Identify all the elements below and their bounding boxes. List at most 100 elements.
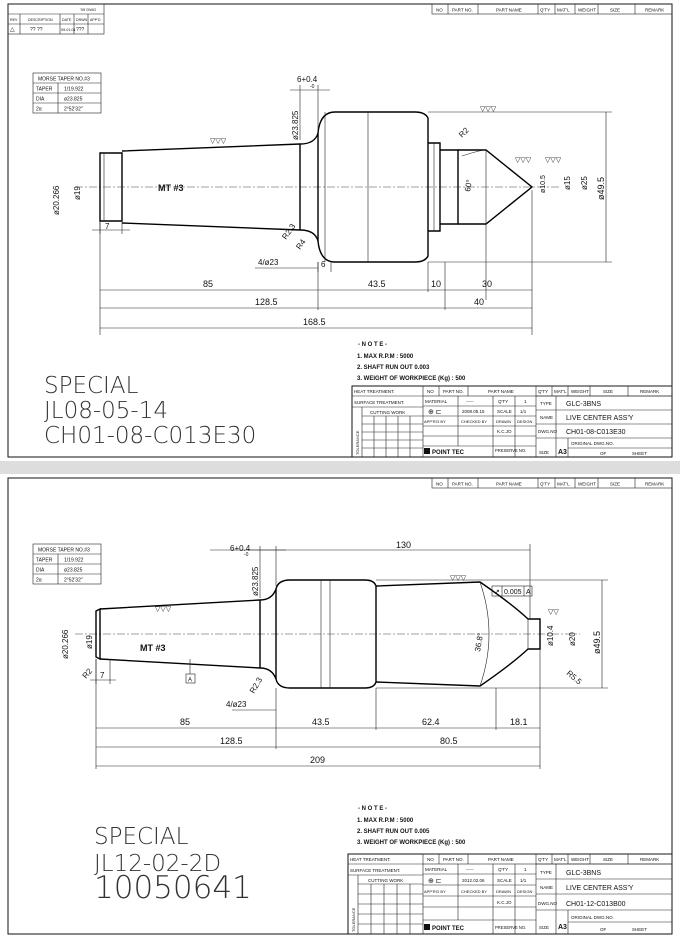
hdr-mat: MAT'L (557, 482, 570, 487)
tb-cutting: CUTTING WORK (370, 410, 405, 415)
hdr-qty: Q'TY (540, 482, 550, 487)
note-3: 3. WEIGHT OF WORKPIECE (Kg) : 500 (357, 840, 466, 846)
tb-remark: REMARK (640, 389, 659, 394)
special-labels: SPECIAL JL08-05-14 CH01-08-C013E30 (44, 373, 256, 449)
tb-checked: CHECKED BY (461, 889, 487, 894)
tb-material: MATERIAL (425, 867, 448, 872)
tb-material-val: ----- (466, 867, 474, 872)
len-collar: 10 (431, 279, 441, 289)
len-total: 168.5 (303, 317, 326, 327)
dim-tip-angle: 36.8° (473, 632, 485, 652)
tb-name-label: NAME (540, 415, 553, 420)
len-subtotal-1: 128.5 (220, 736, 243, 746)
sheet-border (7, 3, 673, 458)
len-subtotal-1: 128.5 (255, 297, 278, 307)
tb-dwgno-val: CH01-08-C013E30 (566, 429, 626, 436)
tb-scale-label: SCALE (497, 409, 512, 414)
tb-part-name: PART NAME (488, 389, 514, 394)
tb-date: 2008.05.15 (462, 409, 485, 414)
hdr-part-no: PART NO. (452, 8, 473, 13)
dim-body-dia: ø49.5 (596, 177, 606, 200)
tb-qty-label: Q'TY (498, 867, 508, 872)
revision-table: '09 DWG REV DESCRIPTION DATE DRWN APP'D … (7, 3, 105, 35)
runout-symbol: ↗ (494, 589, 500, 596)
hdr-part-name: PART NAME (496, 482, 522, 487)
rev-col-appd: APP'D (90, 18, 101, 22)
sheet-separator (0, 461, 680, 474)
finish-symbol-nose: ▽▽▽ (545, 157, 562, 164)
tb-size-label: SIZE (539, 450, 549, 455)
tb-size: SIZE (603, 857, 613, 862)
special-code-2: CH01-08-C013E30 (44, 423, 256, 449)
tb-material: MATERIAL (425, 399, 448, 404)
rev-col-drawn: DRWN (76, 18, 88, 22)
special-code-1: JL08-05-14 (44, 398, 168, 424)
rev-row-desc: ?? ?? (30, 27, 43, 33)
special-code-2: 10050641 (94, 870, 252, 906)
hdr-size: SIZE (610, 8, 620, 13)
tolerance-grid (362, 416, 423, 457)
finish-symbol-body: ▽▽▽ (480, 106, 497, 113)
rev-row-date: 09.01.01 (61, 28, 76, 32)
datum-box (185, 673, 196, 684)
drawing-canvas-2: NO PART NO. PART NAME Q'TY MAT'L WEIGHT … (7, 477, 673, 935)
hdr-remark: REMARK (645, 482, 664, 487)
morse-taper-table: MORSE TAPER NO.#3 TAPER 1/19.922 DIA ø23… (32, 72, 102, 114)
rev-row-rev: △ (10, 27, 15, 33)
hdr-no: NO (436, 482, 443, 487)
dim-shank-dia: ø20.266 (61, 629, 70, 659)
taper-label-angle: 2α (36, 578, 42, 584)
datum-label: A (188, 678, 192, 684)
tb-name-val: LIVE CENTER ASS'Y (566, 415, 634, 422)
tb-type-label: TYPE (540, 870, 552, 875)
tb-drawn: DRAWN (496, 889, 511, 894)
finish-symbol-body: ▽▽▽ (450, 575, 467, 582)
tb-drafter: K.C.JO (497, 900, 512, 905)
len-body: 43.5 (312, 717, 330, 727)
len-taper: 85 (180, 717, 190, 727)
hdr-weight: WEIGHT (578, 8, 596, 13)
runout-tolerance: 0.005 (504, 589, 522, 596)
tolerance-grid (358, 884, 423, 934)
taper-value-taper: 1/19.922 (64, 87, 84, 93)
dim-shank-length: 7 (105, 222, 110, 231)
dimensions: 6+0.4 -0 130 ø23.825 ø20.266 ø19 R2 7 R2… (61, 540, 608, 711)
live-center-part-drawing: ▽▽▽ ▽▽▽ ▽▽▽ ▽▽▽ MT #3 (75, 106, 562, 263)
dim-collar-dia: ø25 (580, 176, 589, 190)
dim-radius-r23: R2.3 (280, 222, 297, 241)
tb-drawn: DRAWN (496, 419, 511, 424)
note-2: 2. SHAFT RUN OUT 0.003 (357, 365, 430, 371)
special-title: SPECIAL (94, 824, 189, 850)
taper-label-angle: 2α (36, 107, 42, 113)
rev-col-date: DATE (62, 18, 72, 22)
projection-symbol: ⊕ ⊏ (428, 878, 442, 885)
drawing-sheet-1: NO PART NO. PART NAME Q'TY MAT'L WEIGHT … (0, 0, 680, 461)
company-logo: POINT TEC (432, 450, 465, 456)
logo-mark (424, 924, 430, 930)
len-total: 209 (310, 755, 325, 765)
tb-approved: APP'R'D BY (424, 419, 446, 424)
hdr-part-no: PART NO. (452, 482, 473, 487)
len-nose: 62.4 (422, 717, 440, 727)
title-block: NO PART NO. PART NAME Q'TY MAT'L WEIGHT … (351, 385, 673, 458)
dim-shank-dia-inner: ø19 (73, 186, 82, 200)
tb-design: DESIGN (517, 889, 532, 894)
tb-side-label: TOLERANCE (351, 907, 356, 932)
len-body: 43.5 (368, 279, 386, 289)
drawing-sheet-2: NO PART NO. PART NAME Q'TY MAT'L WEIGHT … (0, 474, 680, 938)
dim-flange-width: 6+0.4 (230, 544, 251, 553)
taper-value-dia: ø23.825 (64, 568, 83, 574)
runout-frame (491, 585, 533, 597)
finish-symbol-taper: ▽▽▽ (155, 606, 172, 613)
tb-sheet: SHEET (632, 451, 647, 456)
dim-nose-dia: ø15 (563, 176, 572, 190)
dim-flange-width: 6+0.4 (297, 75, 318, 84)
dim-radius-r55: R5.5 (565, 669, 584, 687)
hdr-remark: REMARK (645, 8, 664, 13)
tb-original: ORIGINAL DWG.NO. (571, 441, 614, 446)
dim-taper-dia: ø23.825 (291, 110, 300, 140)
parts-header-table: NO PART NO. PART NAME Q'TY MAT'L WEIGHT … (431, 477, 673, 489)
tb-no: NO (427, 857, 434, 862)
dim-step: 6 (321, 260, 326, 269)
tb-date: 2012.02.06 (462, 878, 485, 883)
